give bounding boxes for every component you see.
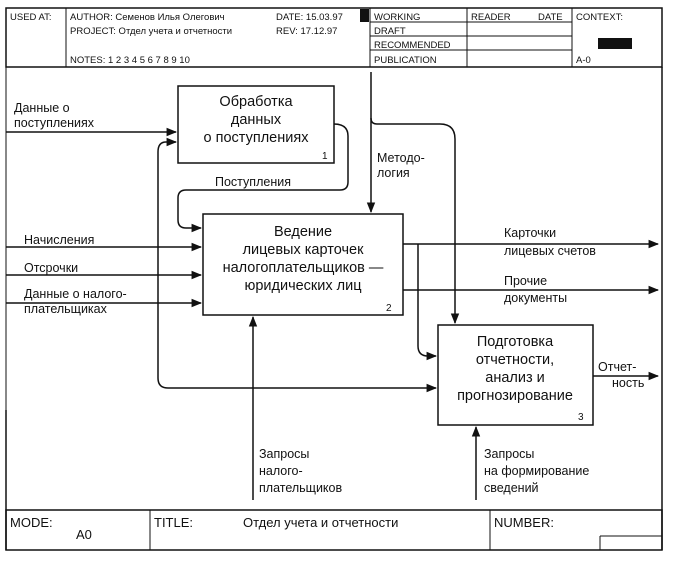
status-publication: PUBLICATION [374, 55, 437, 66]
reader-label: READER [471, 12, 511, 23]
mode-label: MODE: [10, 515, 53, 530]
label-requests-info-3: сведений [484, 481, 539, 495]
box1-line3: о поступлениях [204, 130, 310, 146]
label-requests-info-1: Запросы [484, 447, 534, 461]
rev-field: REV: 17.12.97 [276, 26, 337, 37]
number-label: NUMBER: [494, 515, 554, 530]
activity-box-2 [202, 213, 404, 316]
box1-number: 1 [322, 151, 328, 162]
label-requests-taxpayers-2: налого- [259, 464, 303, 478]
status-recommended: RECOMMENDED [374, 40, 451, 51]
label-requests-taxpayers-1: Запросы [259, 447, 309, 461]
title-value: Отдел учета и отчетности [243, 515, 398, 530]
box3-line1: Подготовка [477, 334, 554, 350]
label-output-other-1: Прочие [504, 274, 547, 288]
date-field: DATE: 15.03.97 [276, 12, 343, 23]
mode-value: A0 [76, 527, 92, 542]
label-output-report-1: Отчет- [598, 360, 636, 374]
box1-line2: данных [231, 112, 282, 128]
label-output-cards-1: Карточки [504, 226, 556, 240]
label-input-taxpayer-2: плательщиках [24, 302, 108, 316]
label-input-accruals: Начисления [24, 233, 94, 247]
box3-number: 3 [578, 412, 584, 423]
label-output-cards-2: лицевых счетов [504, 244, 596, 258]
label-input-receipts-2: поступлениях [14, 116, 95, 130]
arrow-taxpayer-to-box1 [157, 137, 178, 303]
label-requests-info-2: на формирование [484, 464, 589, 478]
status-working: WORKING [374, 12, 420, 23]
project-field: PROJECT: Отдел учета и отчетности [70, 26, 232, 37]
arrow-cards-to-box3 [417, 244, 438, 361]
reader-date-label: DATE [538, 12, 563, 23]
label-requests-taxpayers-3: плательщиков [259, 481, 342, 495]
label-input-deferrals: Отсрочки [24, 261, 78, 275]
arrow-receipts [177, 123, 349, 233]
node-label: A-0 [576, 55, 591, 66]
arrow-taxpayer-to-box3 [157, 303, 438, 393]
label-input-taxpayer-1: Данные о налого- [24, 287, 127, 301]
label-input-receipts-1: Данные о [14, 101, 70, 115]
box2-line2: лицевых карточек [243, 242, 364, 258]
box1-line1: Обработка [219, 94, 293, 110]
status-draft: DRAFT [374, 26, 406, 37]
author-field: AUTHOR: Семенов Илья Олегович [70, 12, 225, 23]
box2-number: 2 [386, 303, 392, 314]
label-output-report-2: ность [612, 376, 644, 390]
header-frame [5, 7, 663, 68]
box2-line3: налогоплательщиков — [223, 260, 384, 276]
label-receipts: Поступления [215, 175, 291, 189]
box2-line1: Ведение [274, 224, 332, 240]
label-output-other-2: документы [504, 291, 567, 305]
notes-field: NOTES: 1 2 3 4 5 6 7 8 9 10 [70, 55, 190, 66]
activity-box-3 [437, 324, 594, 426]
label-methodology-2: логия [377, 166, 410, 180]
used-at-label: USED AT: [10, 12, 52, 23]
footer-frame [5, 67, 663, 551]
label-methodology-1: Методо- [377, 151, 425, 165]
box3-line2: отчетности, [476, 352, 554, 368]
arrow-methodology-to-box3 [370, 117, 460, 325]
context-label: CONTEXT: [576, 12, 623, 23]
box2-line4: юридических лиц [244, 278, 361, 294]
box3-line4: прогнозирование [457, 388, 573, 404]
box3-line3: анализ и [485, 370, 544, 386]
title-label: TITLE: [154, 515, 193, 530]
